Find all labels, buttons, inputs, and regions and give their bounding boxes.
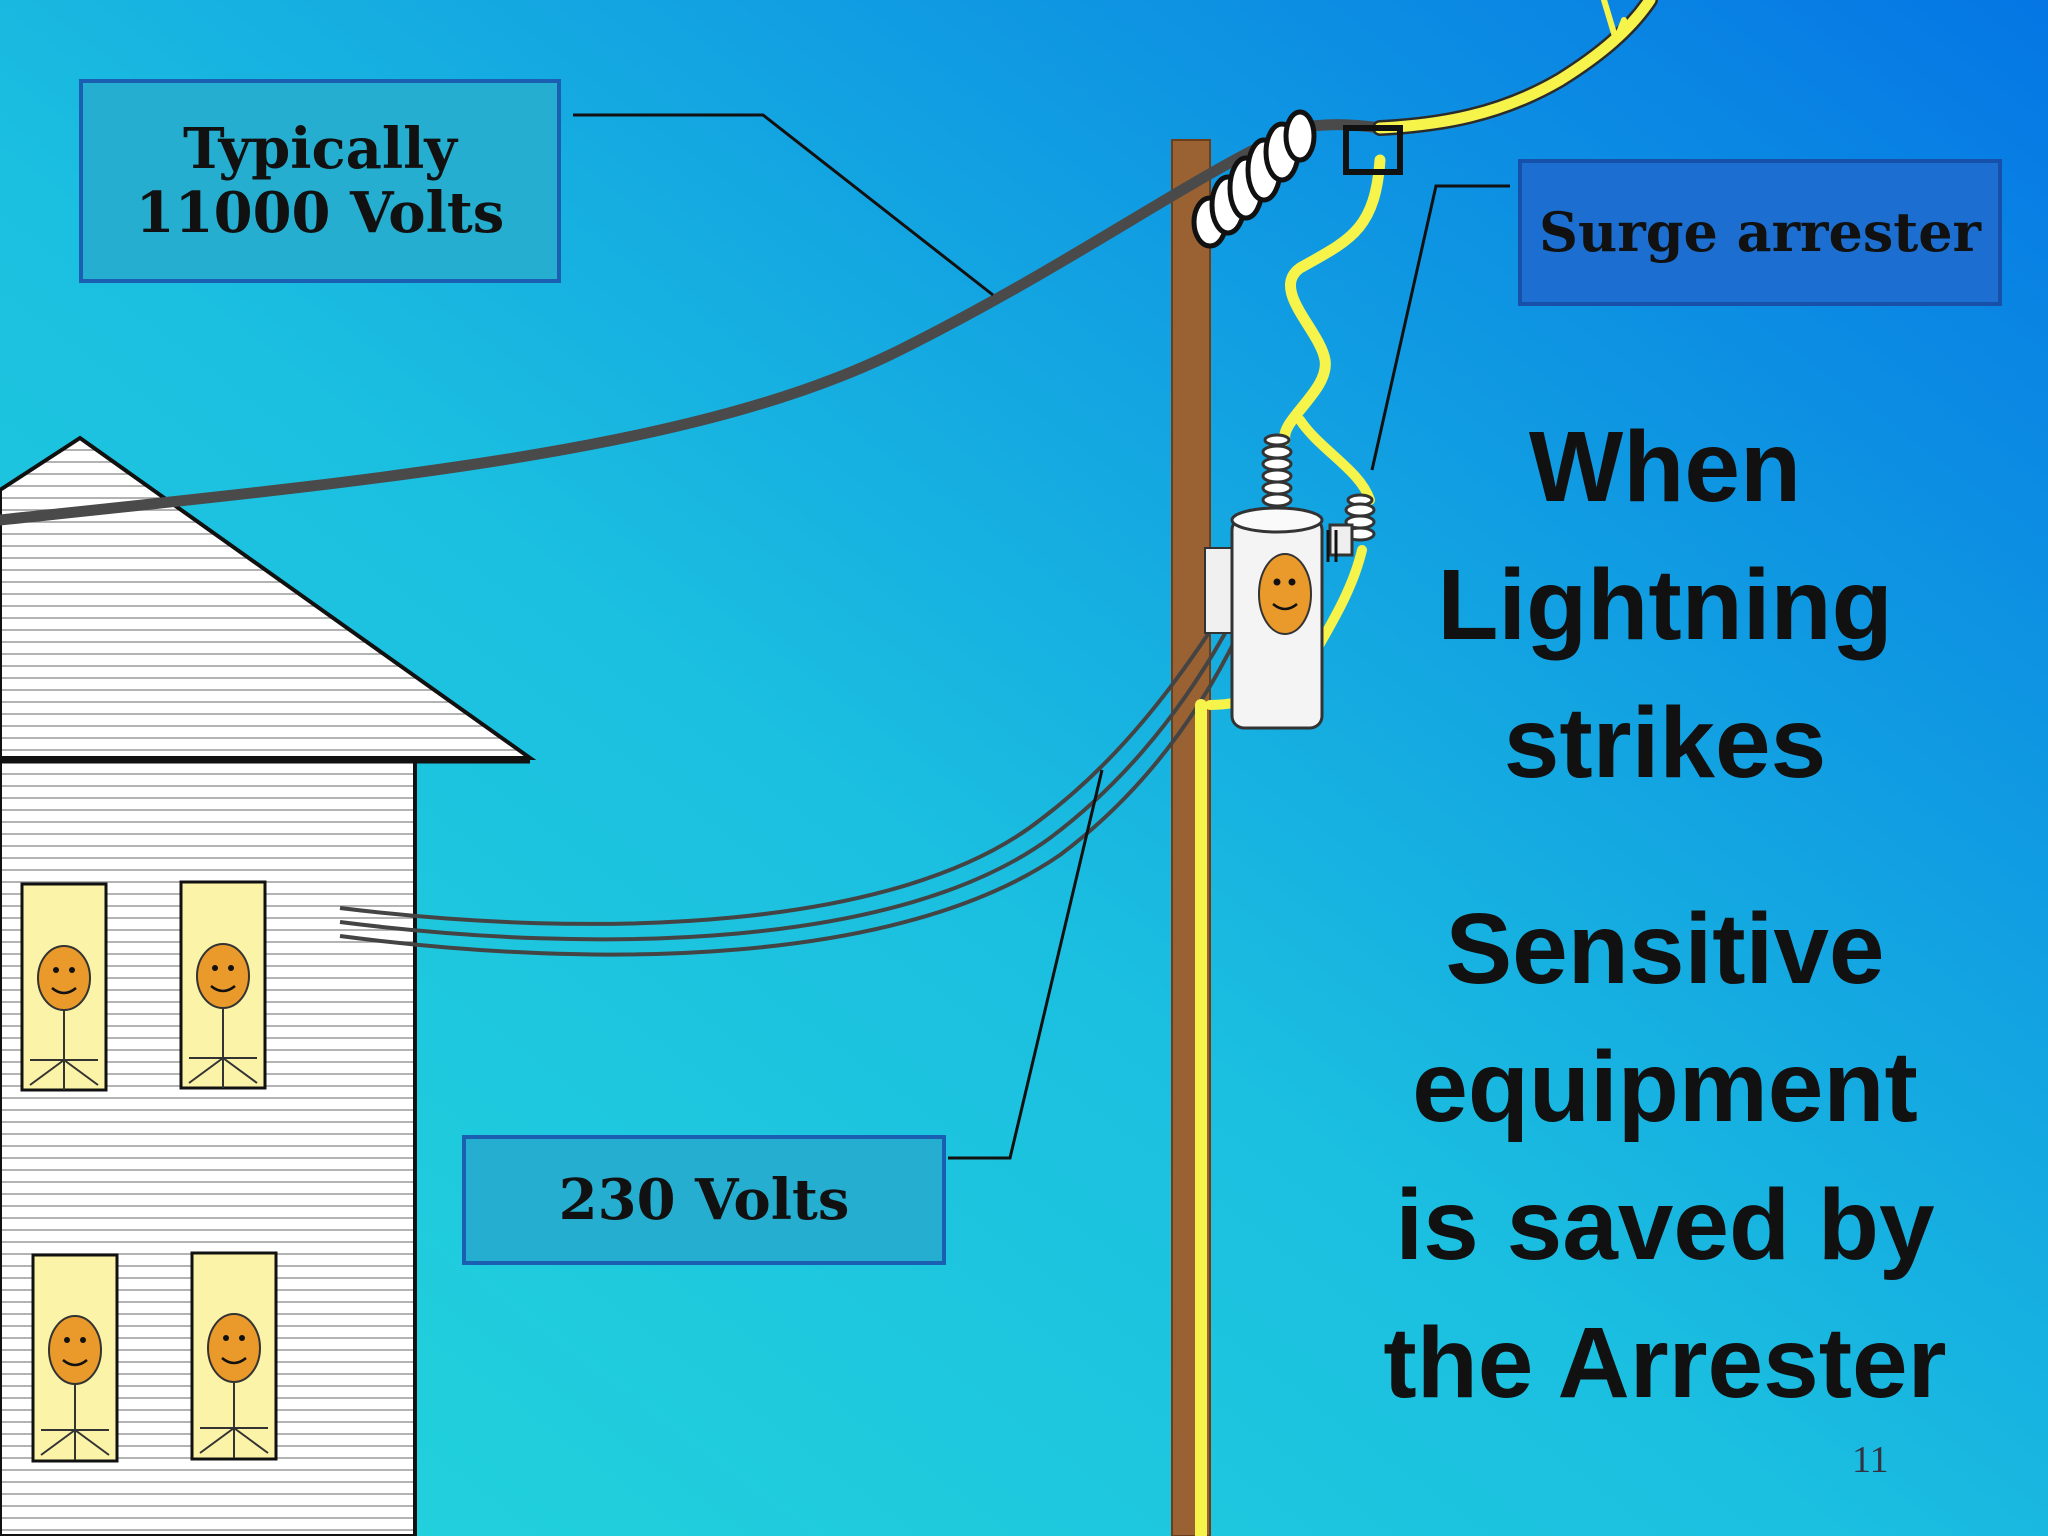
person-icon [20,882,108,1092]
high-voltage-label-line2: 11000 Volts [135,180,505,246]
person-icon [179,880,267,1090]
person-icon [31,1253,119,1463]
message-line-4: the Arrester [1383,1307,1947,1419]
message-line-2: equipment [1412,1031,1918,1143]
high-voltage-label: Typically 11000 Volts [79,79,561,283]
heading-line-lightning: Lightning [1437,549,1893,661]
protection-message: Sensitive equipment is saved by the Arre… [1360,880,1970,1432]
heading-line-when: When [1528,411,1802,523]
low-voltage-label-text: 230 Volts [558,1166,850,1233]
message-line-1: Sensitive [1445,893,1885,1005]
service-wires [339,598,1242,957]
lightning-heading: When Lightning strikes [1360,398,1970,812]
page-number: 11 [1852,1439,1889,1481]
cutout-box [1343,125,1403,175]
callout-lines [573,113,1510,1160]
insulator-icon [1191,109,1317,249]
transformer-icon [1204,433,1324,730]
low-voltage-label: 230 Volts [462,1135,946,1265]
surge-arrester-label-text: Surge arrester [1538,200,1982,265]
message-line-3: is saved by [1395,1169,1935,1281]
surge-arrester-icon [1326,493,1376,562]
heading-line-strikes: strikes [1503,687,1827,799]
house-icon [0,435,537,1536]
lightning-path [1195,0,1658,1536]
surge-arrester-label: Surge arrester [1518,159,2002,306]
high-voltage-label-line1: Typically [183,115,457,182]
person-icon [190,1251,278,1461]
